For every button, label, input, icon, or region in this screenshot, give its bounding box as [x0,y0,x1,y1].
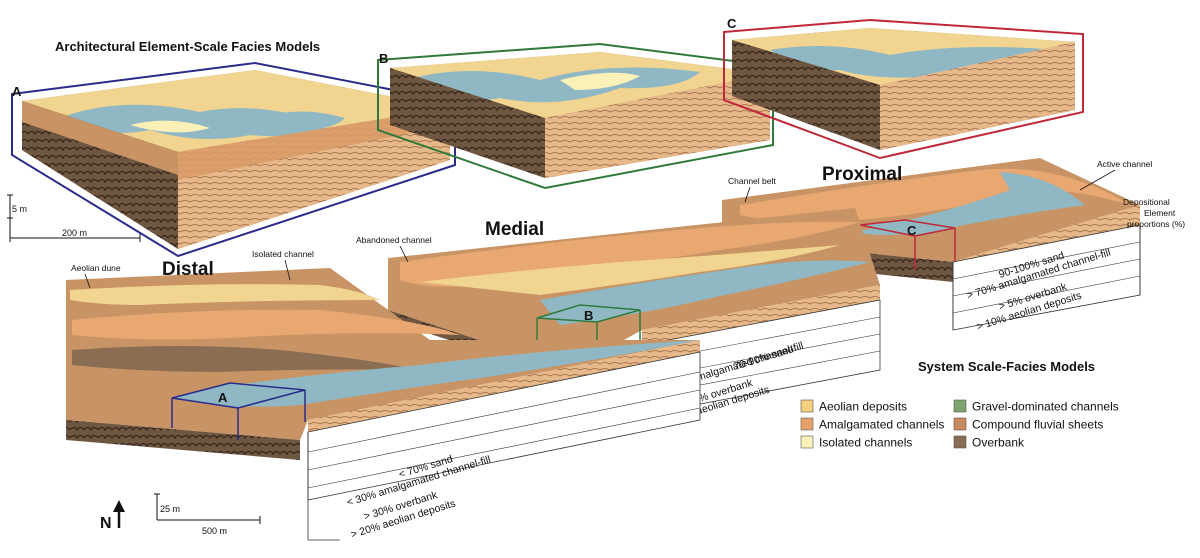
panel-b-label: B [379,51,388,66]
system-vertical-scale: 25 m [160,504,180,514]
distal-inset-label: A [218,390,228,405]
legend-label: Gravel-dominated channels [972,400,1119,414]
element-horizontal-scale: 200 m [62,228,87,238]
north-arrow-icon [113,500,125,528]
dep-element-label-2: Element [1144,208,1176,218]
panel-c-frame [723,18,1084,160]
legend-swatch [800,399,814,413]
dep-element-label-3: proportions (%) [1127,219,1185,229]
legend-label: Compound fluvial sheets [972,418,1103,432]
legend-label: Aeolian deposits [819,400,907,414]
panel-b-frame [377,42,774,190]
system-scale-title: System Scale-Facies Models [918,359,1095,374]
legend-swatch [800,435,814,449]
medial-inset-label: B [584,308,593,323]
legend-label: Isolated channels [819,436,912,450]
dep-element-label-1: Depositional [1123,197,1170,207]
north-label: N [100,515,112,532]
legend-swatch [953,417,967,431]
system-horizontal-scale: 500 m [202,526,227,536]
legend-swatch [953,399,967,413]
panel-c-label: C [727,16,737,31]
proximal-inset-label: C [907,223,917,238]
element-vertical-scale: 5 m [12,204,27,214]
proximal-zone-label: Proximal [822,164,902,185]
isolated-channel-label: Isolated channel [252,249,314,259]
distal-block [66,268,700,460]
legend-swatch [800,417,814,431]
panel-a-label: A [12,84,22,99]
element-scale-bar [7,194,141,242]
active-channel-label: Active channel [1097,159,1152,169]
panel-c-block [732,28,1075,150]
panel-a-block [22,70,450,249]
aeolian-dune-label: Aeolian dune [71,263,121,273]
panel-b-block [390,52,770,178]
distal-proportion-table [307,351,701,541]
legend-swatch [953,435,967,449]
proximal-proportion-table [952,224,1141,331]
element-scale-title: Architectural Element-Scale Facies Model… [55,39,320,54]
legend-label: Amalgamated channels [819,418,944,432]
distal-zone-label: Distal [162,259,214,280]
channel-belt-label: Channel belt [728,176,776,186]
panel-a-frame [11,61,456,258]
medial-block [388,208,880,380]
system-scale-bar [154,493,261,524]
medial-zone-label: Medial [485,219,544,240]
legend-label: Overbank [972,436,1025,450]
abandoned-channel-label: Abandoned channel [356,235,432,245]
